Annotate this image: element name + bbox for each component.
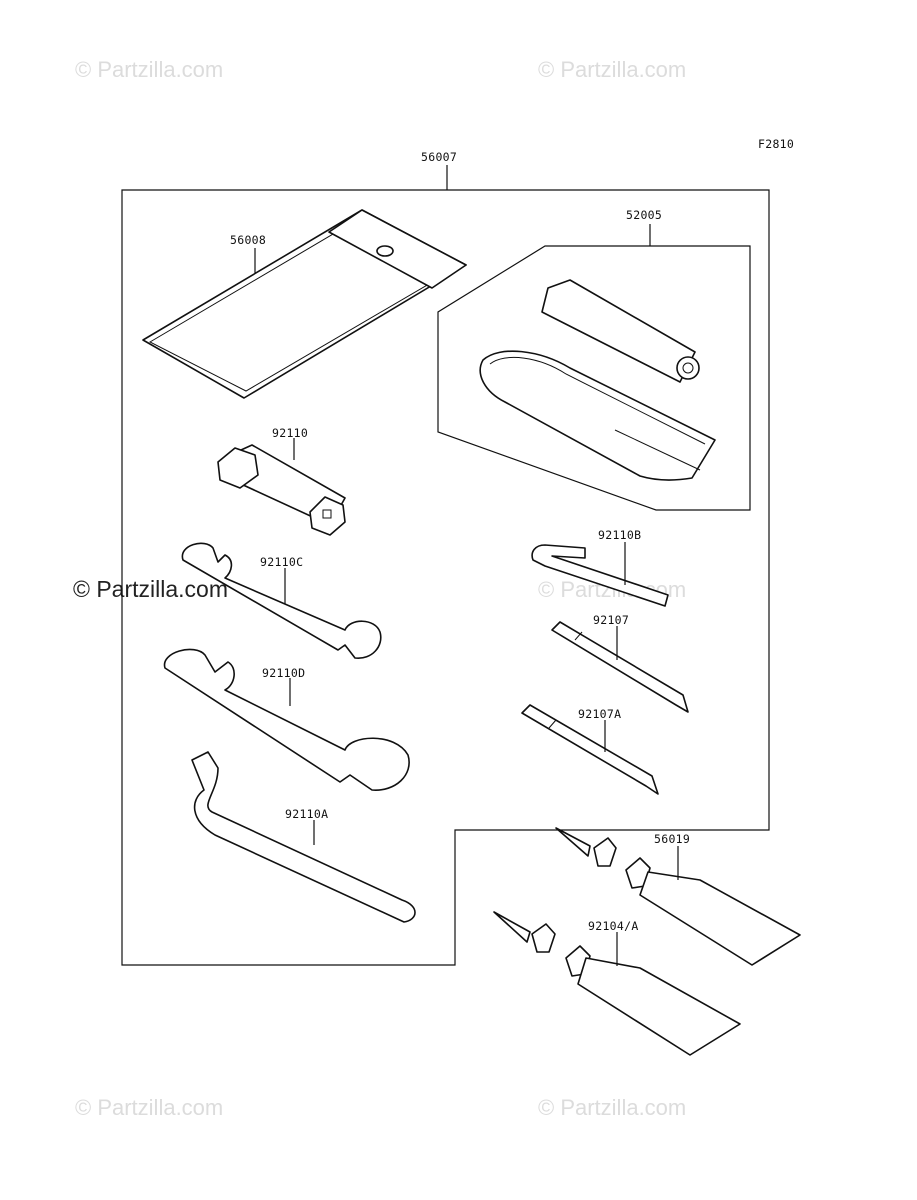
wrench-92110c — [181, 542, 382, 659]
watermark-middle-left: © Partzilla.com — [73, 576, 228, 602]
label-92110[interactable]: 92110 — [272, 426, 308, 440]
pump-kit-outline — [437, 245, 751, 511]
label-56008[interactable]: 56008 — [230, 233, 266, 247]
label-92110d[interactable]: 92110D — [262, 666, 305, 680]
tool-bag — [142, 209, 467, 399]
label-92110b[interactable]: 92110B — [598, 528, 641, 542]
label-92110c[interactable]: 92110C — [260, 555, 303, 569]
pump-tube — [541, 279, 700, 383]
label-92107[interactable]: 92107 — [593, 613, 629, 627]
spark-plug-wrench — [217, 444, 346, 536]
label-56019[interactable]: 56019 — [654, 832, 690, 846]
patch-bag — [479, 350, 716, 481]
watermark-bottom-right: © Partzilla.com — [538, 1095, 686, 1120]
watermark-top-left: © Partzilla.com — [75, 57, 223, 82]
label-52005[interactable]: 52005 — [626, 208, 662, 222]
label-92104a[interactable]: 92104/A — [588, 919, 639, 933]
hex-key — [531, 544, 669, 607]
driver-92107 — [551, 621, 689, 713]
label-56007[interactable]: 56007 — [421, 150, 457, 164]
wrench-92110a — [191, 751, 416, 923]
label-92107a[interactable]: 92107A — [578, 707, 621, 721]
tube-92104a — [493, 911, 741, 1056]
figure-code: F2810 — [758, 137, 794, 151]
kit-outline — [121, 189, 770, 966]
label-92110a[interactable]: 92110A — [285, 807, 328, 821]
driver-92107a — [521, 704, 659, 795]
wrench-92110d — [163, 648, 410, 791]
watermark-bottom-left: © Partzilla.com — [75, 1095, 223, 1120]
watermark-top-right: © Partzilla.com — [538, 57, 686, 82]
tube-56019 — [555, 827, 801, 966]
